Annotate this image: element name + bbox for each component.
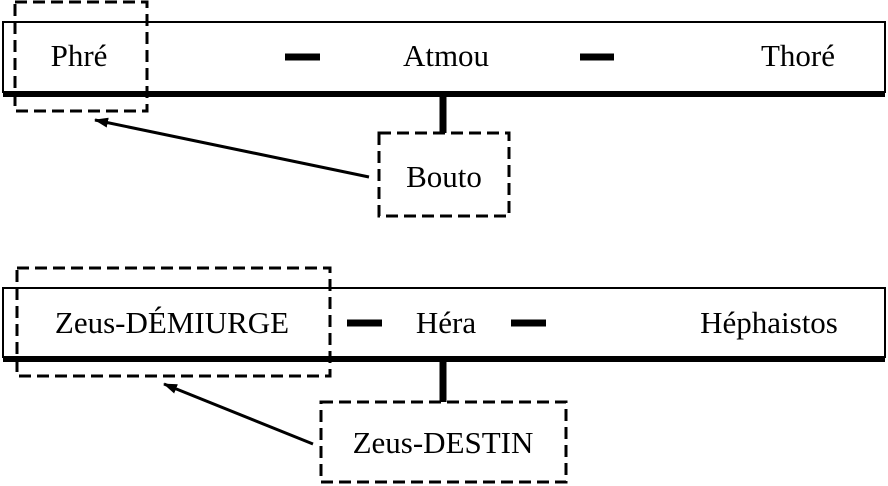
- triad-row-2: Zeus-DÉMIURGE Héra Héphaistos Zeus-DESTI…: [2, 266, 886, 484]
- row-1-deity-1: Phré: [51, 38, 108, 73]
- row-1-deity-2: Atmou: [403, 38, 489, 73]
- row-2-deity-1: Zeus-DÉMIURGE: [55, 305, 289, 340]
- row-2-subordinate-box: [319, 400, 568, 484]
- row-2-first-deity-highlight-box: [15, 266, 332, 378]
- row-1-arrow: [94, 117, 370, 179]
- row-2-subordinate-label: Zeus-DESTIN: [353, 425, 534, 460]
- row-2-deity-3: Héphaistos: [700, 305, 838, 340]
- row-1-deity-3: Thoré: [761, 38, 835, 73]
- row-1-subordinate-box: [377, 131, 511, 218]
- row-2-arrow: [163, 382, 314, 446]
- row-2-deity-2: Héra: [416, 305, 476, 340]
- triad-row-1: Phré Atmou Thoré Bouto: [2, 0, 886, 218]
- row-2-bar: [2, 287, 886, 358]
- row-1-bar: [2, 21, 886, 93]
- row-1-first-deity-highlight-box: [13, 0, 149, 113]
- row-1-subordinate-label: Bouto: [406, 159, 482, 194]
